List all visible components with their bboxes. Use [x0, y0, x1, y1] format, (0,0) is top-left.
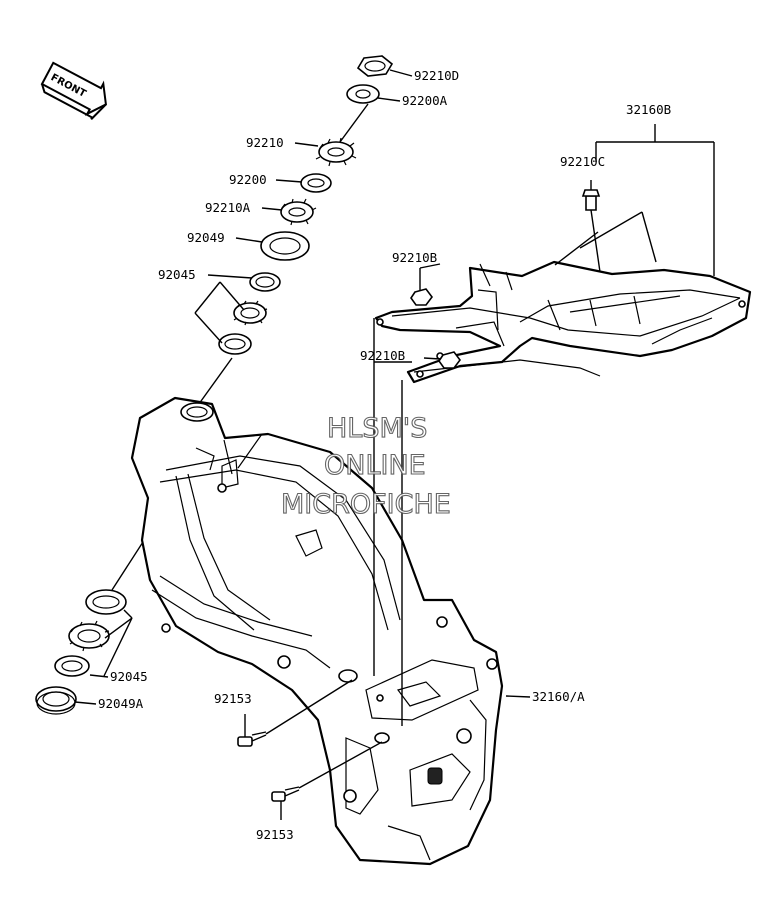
seal-92049: [235, 231, 310, 261]
label-92200: 92200: [229, 172, 267, 187]
bearing-set-92045-lower: [54, 527, 153, 678]
label-92210B-lower: 92210B: [360, 348, 405, 363]
label-92049A: 92049A: [98, 696, 144, 711]
label-92153-lower: 92153: [256, 827, 294, 842]
label-92210B-upper: 92210B: [392, 250, 437, 265]
bolt-92210C: [554, 180, 657, 273]
label-92153-upper: 92153: [214, 691, 252, 706]
leader-lines: [373, 124, 715, 726]
seal-92049A: [35, 686, 97, 715]
nut-92210B-upper: [410, 263, 441, 306]
washer-92200: [275, 173, 332, 193]
watermark: HLSM'S ONLINE MICROFICHE: [280, 412, 451, 520]
locknut-92210: [294, 103, 369, 167]
label-92049: 92049: [187, 230, 225, 245]
label-92045-top: 92045: [158, 267, 196, 282]
part-labels: 92210D 92200A 92210 92200 92210A 92049 9…: [98, 68, 671, 842]
bearing-set-92045-upper: [194, 272, 281, 409]
rear-subframe-32160B: [374, 260, 752, 384]
bolt-92153-lower: [271, 741, 383, 820]
label-92045-bottom: 92045: [110, 669, 148, 684]
watermark-line-2: ONLINE: [324, 450, 426, 481]
stem-nut-92210D: [356, 55, 413, 77]
label-92210: 92210: [246, 135, 284, 150]
locknut-92210A: [261, 198, 317, 226]
front-arrow-icon: FRONT: [40, 61, 107, 120]
label-92210A: 92210A: [205, 200, 251, 215]
main-frame-32160A: [130, 396, 504, 866]
label-32160B: 32160B: [626, 102, 671, 117]
watermark-line-1: HLSM'S: [327, 413, 427, 444]
watermark-line-3: MICROFICHE: [281, 489, 451, 520]
bolt-92153-upper: [237, 679, 353, 747]
label-32160A: 32160/A: [532, 689, 585, 704]
label-92210C: 92210C: [560, 154, 605, 169]
label-92210D: 92210D: [414, 68, 459, 83]
nut-92210B-lower: [423, 351, 461, 369]
label-92200A: 92200A: [402, 93, 448, 108]
washer-92200A: [346, 84, 401, 104]
